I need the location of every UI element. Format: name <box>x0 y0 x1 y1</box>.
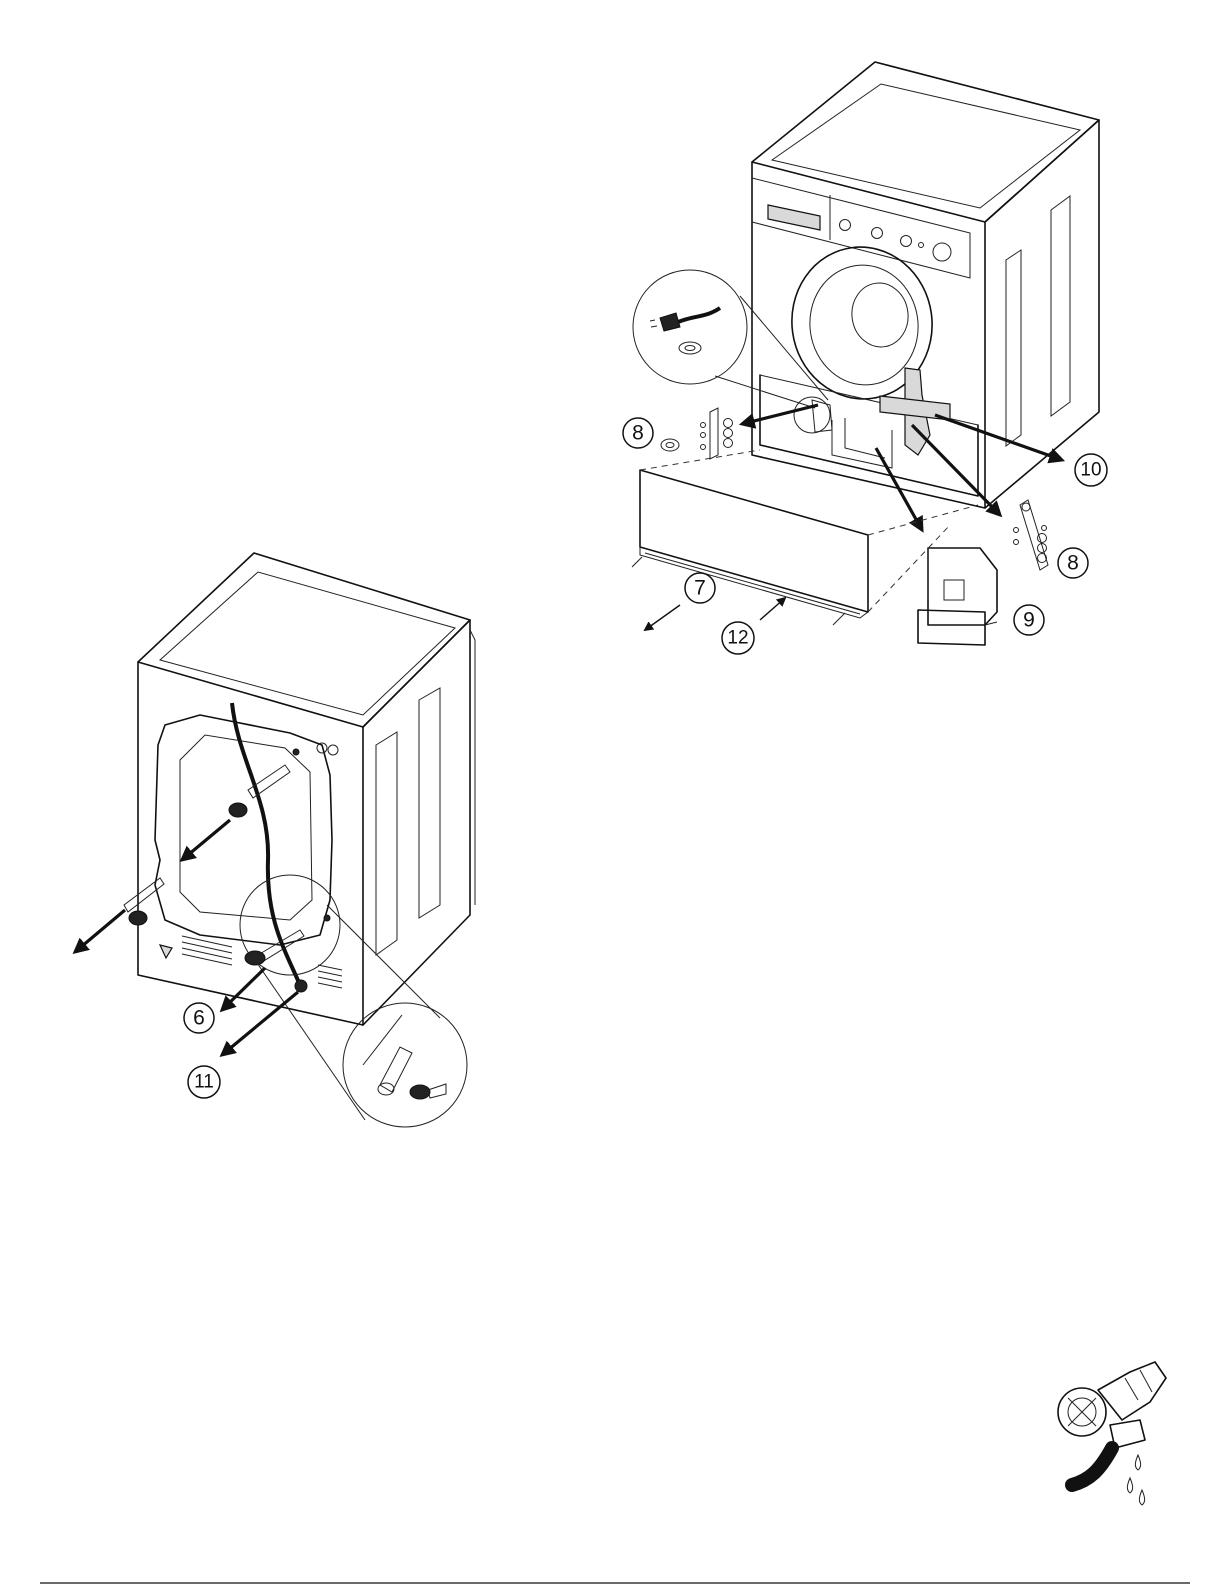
callout-6: 6 <box>184 1003 214 1033</box>
callout-8a-label: 8 <box>632 422 644 445</box>
water-faucet-icon <box>1058 1362 1166 1505</box>
callout-9: 9 <box>1014 605 1044 635</box>
callout-8-right: 8 <box>1058 548 1088 578</box>
callout-12-label: 12 <box>727 628 748 649</box>
washer-front-view <box>752 62 1099 508</box>
callout-7: 7 <box>685 573 715 603</box>
foam-shipping-block <box>918 548 997 645</box>
callout-10-label: 10 <box>1080 460 1101 481</box>
callout-10: 10 <box>1075 454 1107 486</box>
callout-6-label: 6 <box>193 1007 205 1030</box>
shipping-bracket-left <box>661 408 733 459</box>
callout-11: 11 <box>188 1066 220 1098</box>
callout-8-left: 8 <box>623 418 653 448</box>
power-cord-detail <box>633 270 828 408</box>
callout-7-label: 7 <box>694 577 706 600</box>
shipping-bracket-right <box>1014 500 1049 570</box>
kick-panel <box>632 450 978 625</box>
washer-rear-view <box>124 553 475 1025</box>
callout-12: 12 <box>722 622 754 654</box>
callout-9-label: 9 <box>1023 609 1035 632</box>
callout-8b-label: 8 <box>1067 552 1079 575</box>
callout-11-label: 11 <box>194 1072 214 1093</box>
